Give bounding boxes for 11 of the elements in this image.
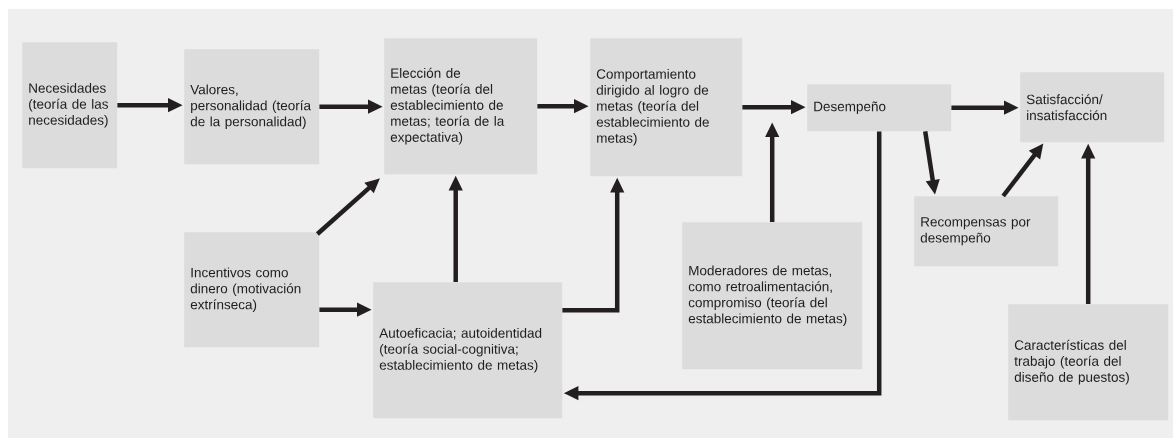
process-box: Características del trabajo (teoría del diseño de puestos): [1008, 304, 1169, 421]
process-box: Incentivos como dinero (motivación extrínseca): [184, 232, 320, 348]
process-box: Comportamiento dirigido al logro de metas (teoría del establecimiento de metas): [590, 38, 743, 177]
process-box: Desempeño: [807, 84, 952, 132]
process-box: Necesidades (teoría de las necesidades): [22, 42, 118, 169]
process-box: Autoeficacia; autoidentidad (teoría social-cognitiva; establecimiento de metas): [373, 282, 563, 419]
process-box: Valores, personalidad (teoría de la personalidad): [184, 49, 320, 165]
process-box: Elección de metas (teoría del establecimiento de metas; teoría de la expectativa): [384, 38, 538, 175]
process-box: Moderadores de metas, como retroalimentación, compromiso (teoría del establecimiento de metas): [682, 222, 863, 370]
process-box: Satisfacción/ insatisfacción: [1020, 72, 1165, 143]
process-box: Recompensas por desempeño: [914, 196, 1059, 267]
